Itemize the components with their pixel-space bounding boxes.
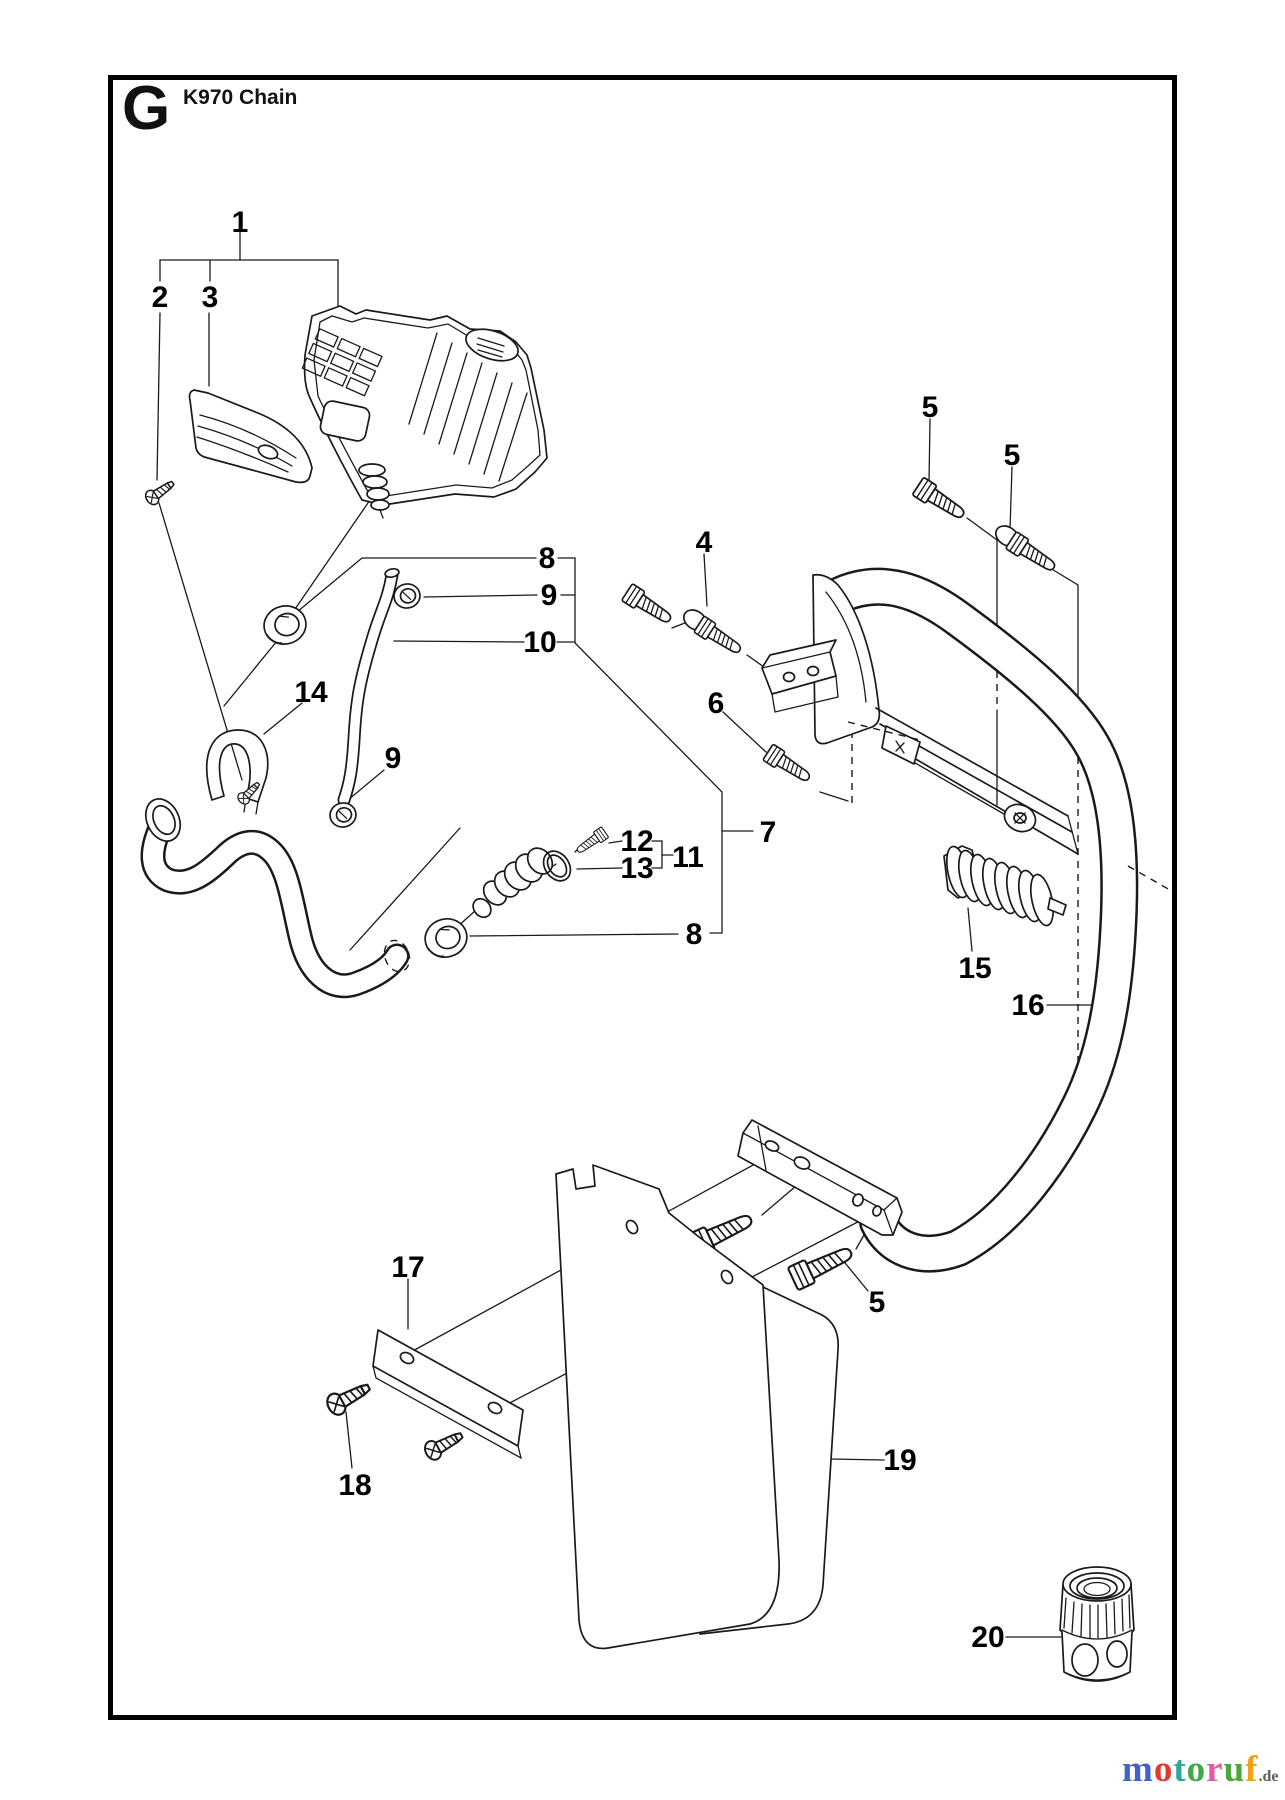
part-callout-9: 9 [385,742,402,775]
part-callout-15: 15 [958,952,991,985]
part-5-screw-top-right [994,525,1061,578]
part-callout-8: 8 [686,918,703,951]
part-water-tube [140,798,411,999]
watermark-wordmark: motoruf [1122,1749,1259,1790]
part-2-screw [142,475,179,508]
part-callout-8: 8 [539,542,556,575]
callout-leader-lines [156,231,1101,1638]
part-callout-3: 3 [202,281,219,314]
part-callout-1: 1 [232,206,249,239]
coupling-knurl [1063,1594,1131,1639]
section-letter: G [122,74,171,143]
part-callout-11: 11 [672,841,704,874]
water-inlet-bellows [358,463,390,519]
part-1-grille-cover [301,305,548,519]
part-14-clamp [205,729,269,815]
part-callout-13: 13 [620,852,653,885]
part-19-splash-guard [555,1164,840,1650]
part-12-screw-filter [573,826,610,857]
part-callout-7: 7 [760,816,777,849]
part-17-plate [372,1329,524,1460]
part-3-side-cover [188,389,313,484]
part-9-grommet-upper [391,581,423,611]
part-11-valve-body [472,847,554,919]
part-7-brake-band [847,707,1171,891]
watermark-suffix: .de [1258,1768,1279,1785]
part-6-screw [762,743,815,788]
part-18-screw-b [420,1425,468,1464]
part-20-hose-coupling [1059,1566,1135,1682]
part-10-hose [337,567,400,807]
part-callout-4: 4 [696,526,713,559]
part-4-screw-pair [620,582,746,660]
part-16-loop-handle [761,567,1139,1273]
part-5-screw-lower-right [786,1239,858,1292]
part-13-o-ring [542,850,572,882]
part-9-grommet-lower [327,800,359,830]
part-callout-18: 18 [338,1469,371,1502]
part-18-screw-a [322,1376,375,1419]
part-callout-10: 10 [523,626,556,659]
part-15-spring [943,845,1067,927]
part-callout-5: 5 [922,391,939,424]
part-callout-6: 6 [708,687,725,720]
vent-grid [301,327,383,397]
part-callout-17: 17 [391,1251,424,1284]
grille-slats [408,332,528,482]
part-callout-5: 5 [1004,439,1021,472]
part-callout-20: 20 [971,1621,1004,1654]
part-callout-2: 2 [152,281,169,314]
part-5-screw-top-left [911,476,970,525]
handle-clamp-bar [737,1119,903,1236]
part-callout-16: 16 [1011,989,1044,1022]
part-callout-14: 14 [294,676,328,709]
part-callout-5: 5 [869,1286,886,1319]
part-callout-19: 19 [883,1444,916,1477]
part-callout-12: 12 [620,825,653,858]
watermark-logo: motoruf.de [1122,1748,1279,1791]
part-8-grommet-upper [259,601,311,649]
part-callout-9: 9 [541,579,558,612]
page-title: K970 Chain [183,86,298,109]
